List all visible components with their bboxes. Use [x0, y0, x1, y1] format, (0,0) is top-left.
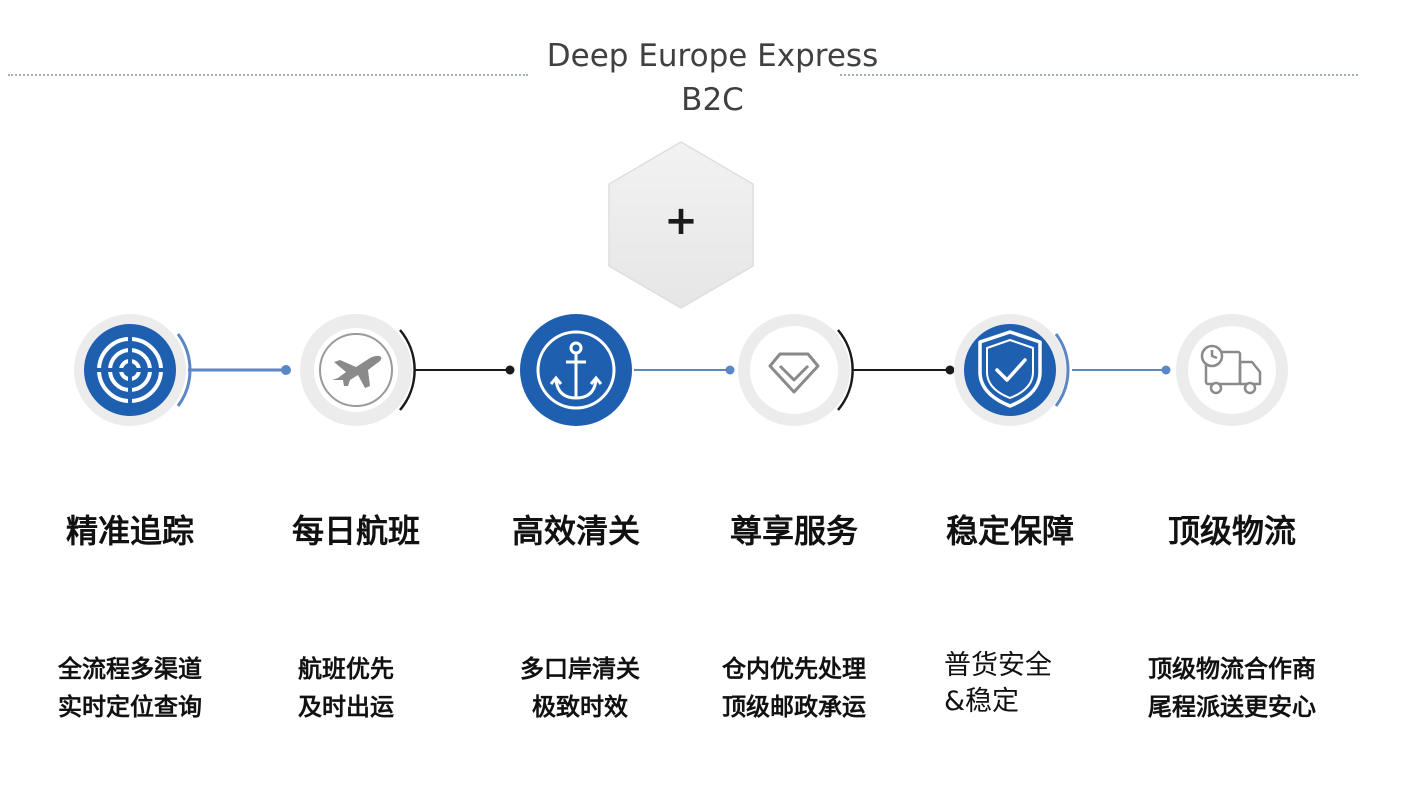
service-timeline: [74, 314, 1288, 426]
feature-desc-line: 及时出运: [298, 693, 394, 721]
feature-title-daily-flights: 每日航班: [291, 512, 420, 550]
airplane-icon: [332, 355, 382, 388]
feature-node-premium-service[interactable]: [738, 314, 854, 426]
feature-desc-line: 全流程多渠道: [58, 655, 202, 683]
shield-check-icon: [978, 330, 1042, 408]
feature-desc-daily-flights: 航班优先 及时出运: [226, 650, 466, 726]
feature-title-customs: 高效清关: [511, 512, 640, 550]
feature-desc-line: 顶级邮政承运: [722, 693, 866, 721]
feature-node-stability[interactable]: [954, 314, 1070, 426]
feature-node-top-logistics[interactable]: [1176, 314, 1288, 426]
feature-desc-line: 顶级物流合作商: [1148, 655, 1316, 683]
feature-desc-line: 仓内优先处理: [722, 655, 866, 683]
feature-desc-top-logistics: 顶级物流合作商 尾程派送更安心: [1112, 650, 1352, 726]
feature-desc-customs: 多口岸清关 极致时效: [460, 650, 700, 726]
feature-desc-line: 极致时效: [532, 693, 628, 721]
feature-desc-line: 普货安全: [944, 650, 1052, 681]
feature-title-stability: 稳定保障: [945, 512, 1074, 550]
page-title: Deep Europe Express: [546, 38, 879, 74]
connector-dot-4: [945, 365, 955, 375]
page-subtitle: B2C: [681, 82, 744, 118]
header-divider-left: [8, 74, 528, 76]
hexagon-badge: [608, 141, 754, 309]
connector-dot-3: [725, 365, 735, 375]
feature-node-tracking[interactable]: [74, 314, 192, 426]
feature-desc-line: 多口岸清关: [520, 655, 640, 683]
feature-node-customs[interactable]: [520, 314, 632, 426]
delivery-truck-icon: [1200, 344, 1262, 395]
feature-desc-line: 实时定位查询: [58, 693, 202, 721]
feature-desc-line: &稳定: [944, 686, 1020, 717]
connector-dot-2: [505, 365, 515, 375]
header-divider-right: [840, 74, 1358, 76]
expand-plus-button[interactable]: +: [664, 198, 698, 244]
diamond-icon: [768, 352, 820, 394]
connector-dot-1: [281, 365, 291, 375]
anchor-icon: [536, 330, 616, 410]
feature-desc-premium-service: 仓内优先处理 顶级邮政承运: [674, 650, 914, 726]
feature-node-daily-flights[interactable]: [300, 314, 416, 426]
feature-title-tracking: 精准追踪: [65, 512, 194, 550]
feature-title-top-logistics: 顶级物流: [1167, 512, 1296, 550]
target-icon: [93, 333, 167, 407]
feature-desc-stability: 普货安全 &稳定: [944, 648, 1184, 720]
feature-desc-tracking: 全流程多渠道 实时定位查询: [10, 650, 250, 726]
feature-desc-line: 尾程派送更安心: [1148, 693, 1316, 721]
connector-dot-5: [1161, 365, 1171, 375]
feature-desc-line: 航班优先: [298, 655, 394, 683]
feature-title-premium-service: 尊享服务: [729, 512, 858, 550]
